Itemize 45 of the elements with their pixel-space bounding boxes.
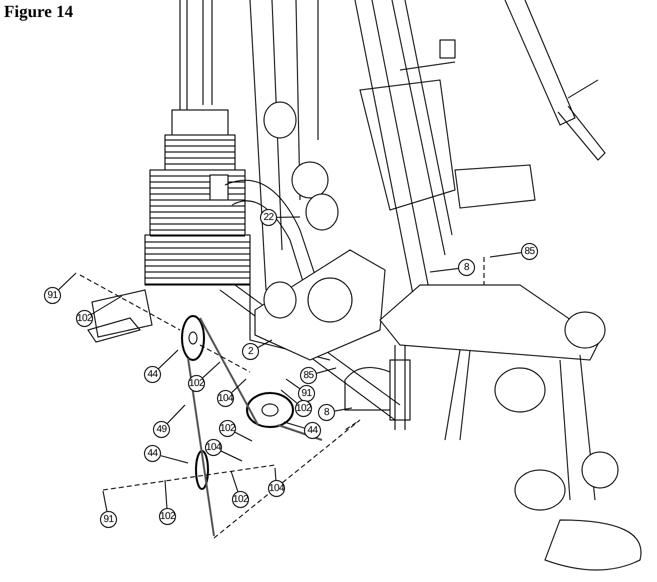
- callout-number: 104: [205, 439, 222, 456]
- leader-line: [158, 350, 178, 370]
- callout-number: 49: [153, 421, 170, 438]
- leader-line: [166, 404, 186, 424]
- callout-number: 102: [232, 491, 249, 508]
- callout-number: 85: [300, 367, 317, 384]
- leader-line: [58, 272, 76, 290]
- callout-number: 91: [298, 385, 315, 402]
- leader-line: [280, 390, 298, 404]
- callout-number: 102: [295, 400, 312, 417]
- leader-line: [334, 408, 352, 412]
- callout-number: 102: [159, 508, 176, 525]
- leader-line: [91, 296, 122, 315]
- callout-number: 91: [44, 287, 61, 304]
- callout-number: 85: [521, 243, 538, 260]
- callout-number: 44: [144, 366, 161, 383]
- callout-number: 2: [242, 343, 259, 360]
- callout-number: 102: [188, 375, 205, 392]
- callout-number: 102: [219, 420, 236, 437]
- leader-line: [230, 470, 238, 492]
- leader-line: [286, 378, 300, 390]
- callout-number: 22: [260, 209, 277, 226]
- leader-line: [316, 368, 336, 374]
- callout-number: 104: [268, 480, 285, 497]
- leader-line: [160, 455, 188, 464]
- leader-line: [284, 422, 305, 429]
- figure-title: Figure 14: [4, 2, 74, 22]
- leader-line: [490, 252, 522, 258]
- callout-number: 102: [76, 310, 93, 327]
- callout-number: 8: [318, 404, 335, 421]
- callout-number: 44: [304, 422, 321, 439]
- leader-line: [430, 268, 459, 272]
- leader-line: [258, 340, 272, 348]
- leader-line: [276, 216, 300, 218]
- callout-number: 44: [144, 445, 161, 462]
- leader-line: [102, 490, 108, 512]
- callout-number: 104: [217, 390, 234, 407]
- leader-line: [164, 480, 168, 509]
- leader-line: [274, 468, 276, 481]
- callout-number: 8: [458, 259, 475, 276]
- leader-line: [202, 362, 220, 378]
- leader-line: [220, 450, 242, 462]
- leader-line: [234, 432, 252, 442]
- leader-line: [231, 378, 246, 394]
- callout-number: 91: [100, 511, 117, 528]
